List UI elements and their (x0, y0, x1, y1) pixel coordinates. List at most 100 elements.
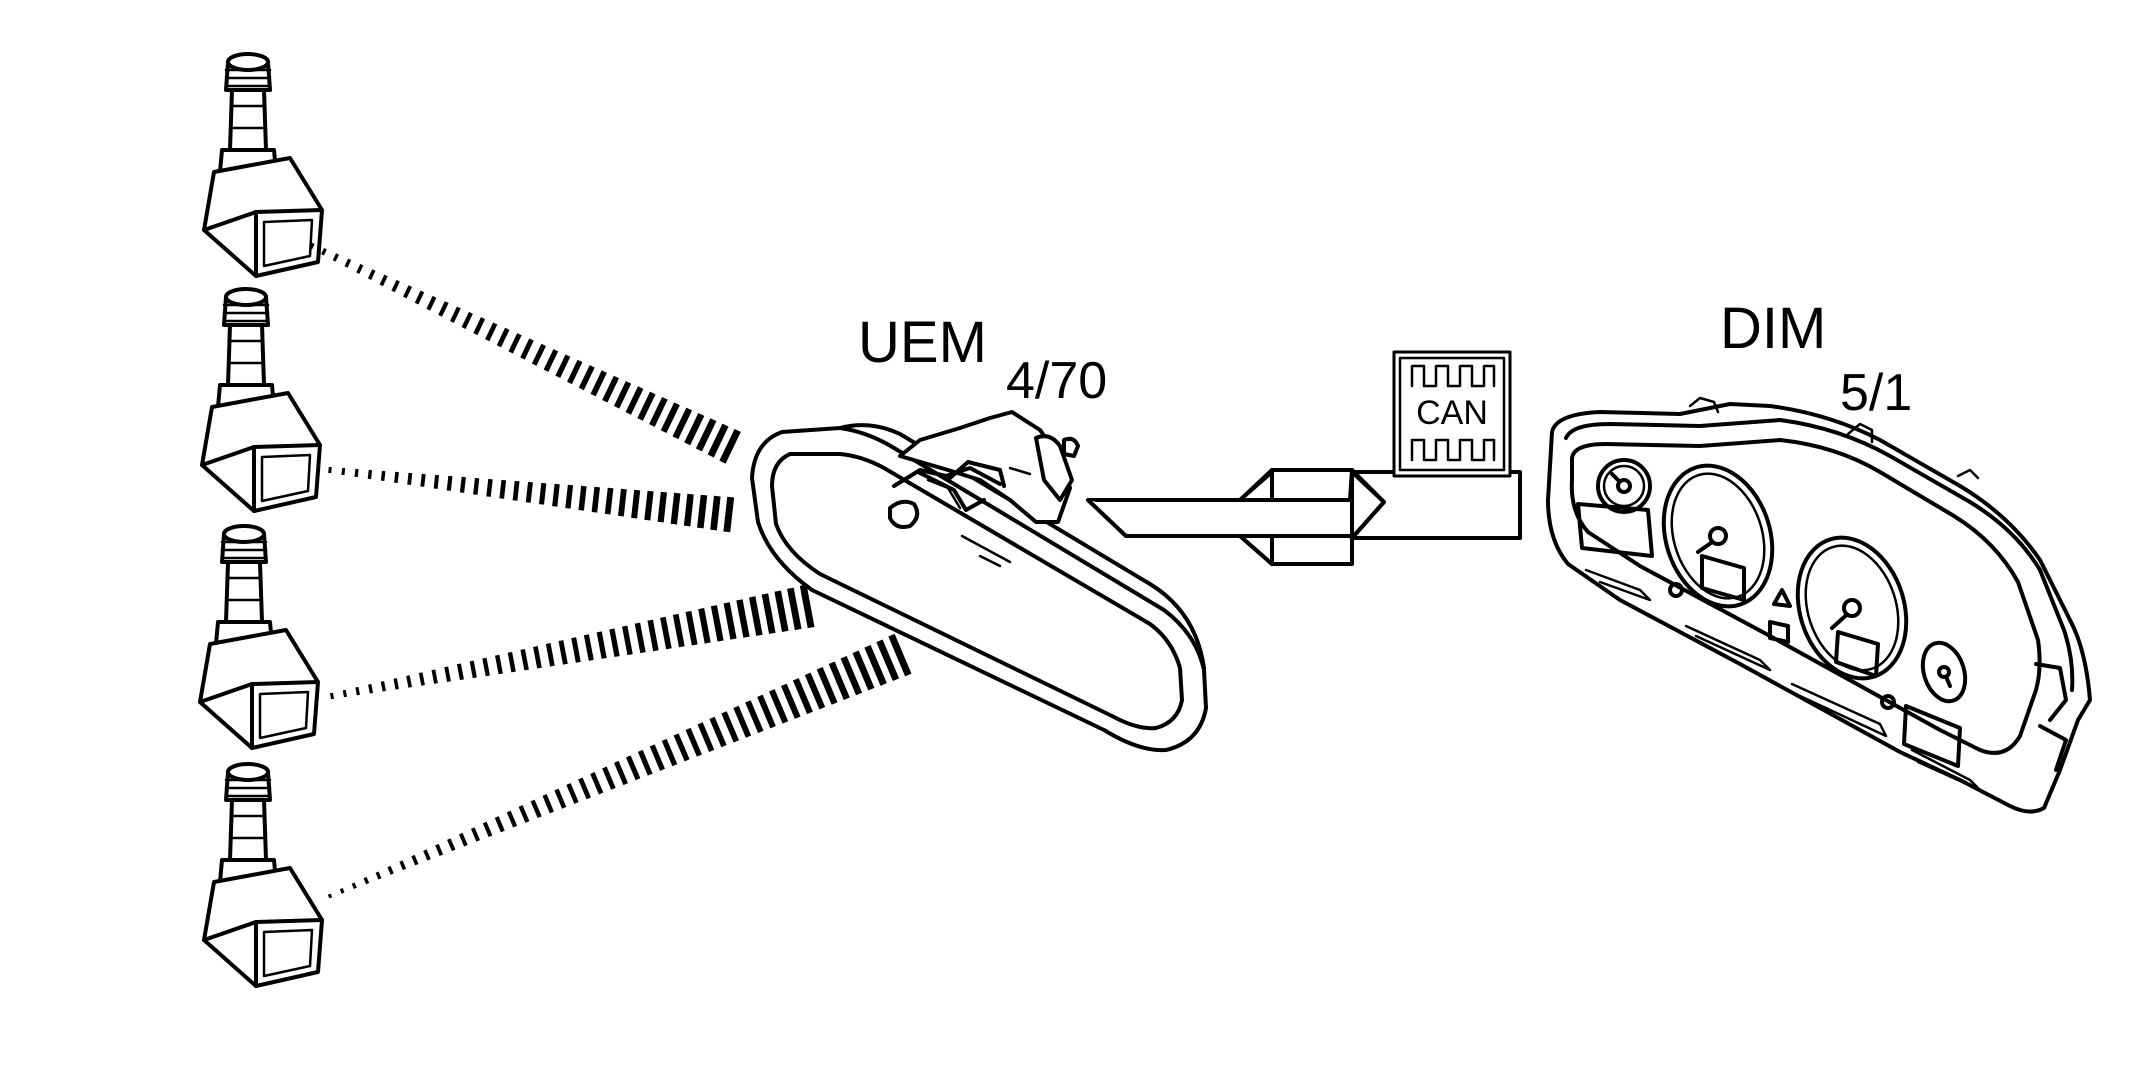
signal-dash-1 (403, 285, 413, 299)
signal-dash-1 (367, 269, 376, 280)
signal-dash-2 (644, 490, 654, 521)
signal-dash-3 (482, 657, 490, 677)
signal-dash-4 (339, 887, 345, 894)
tire-pressure-sensor-4 (202, 762, 324, 988)
signal-dash-2 (499, 479, 507, 499)
signal-dash-3 (672, 613, 685, 648)
signal-dash-3 (418, 672, 425, 686)
signal-dash-2 (552, 483, 560, 507)
signal-dash-3 (787, 587, 802, 631)
signal-dash-2 (433, 474, 440, 489)
signal-dash-4 (876, 639, 900, 682)
signal-dash-4 (506, 810, 518, 828)
signal-dash-4 (780, 683, 801, 719)
signal-dash-3 (774, 590, 789, 633)
signal-dash-2 (538, 482, 547, 505)
dim-label: DIM (1720, 296, 1826, 361)
tire-pressure-sensor-1 (202, 52, 324, 278)
signal-dash-1 (520, 338, 534, 360)
signal-dash-4 (613, 760, 629, 786)
signal-dash-4 (864, 644, 887, 686)
signal-dash-1 (473, 317, 486, 336)
signal-dash-3 (634, 622, 646, 654)
signal-dash-2 (578, 485, 587, 511)
uem-code: 4/70 (1006, 352, 1107, 410)
signal-dash-3 (431, 669, 438, 684)
signal-dash-4 (625, 755, 641, 781)
signal-dash-1 (613, 381, 632, 409)
signal-dash-1 (684, 412, 705, 446)
can-label: CAN (1416, 394, 1488, 432)
signal-dash-3 (660, 616, 672, 650)
signal-dash-1 (485, 322, 498, 342)
signal-dash-4 (447, 838, 456, 852)
signal-dash-4 (721, 711, 739, 743)
signal-dash-4 (494, 816, 505, 833)
signal-dash-2 (525, 481, 533, 503)
signal-dash-3 (469, 660, 477, 679)
signal-dash-2 (341, 467, 346, 476)
signal-dash-2 (446, 475, 453, 491)
signal-dash-3 (380, 681, 386, 692)
signal-dash-4 (697, 722, 715, 752)
signal-dash-1 (356, 263, 364, 274)
can-bus-arrow (1086, 468, 1522, 566)
signal-dash-3 (736, 599, 750, 638)
signal-dash-4 (733, 705, 752, 738)
signal-dash-1 (391, 279, 400, 293)
signal-dash-4 (602, 766, 616, 790)
signal-dash-1 (649, 396, 668, 427)
signal-dash-3 (761, 593, 776, 634)
signal-dash-3 (710, 605, 724, 642)
signal-dash-1 (531, 343, 546, 366)
signal-dash-4 (542, 794, 554, 814)
signal-dash-3 (723, 602, 737, 640)
uem-mirror-unit (750, 410, 1208, 753)
signal-dash-3 (685, 610, 698, 646)
signal-dash-3 (749, 596, 763, 636)
signal-dash-2 (631, 489, 641, 519)
signal-dash-3 (558, 640, 568, 665)
signal-dash-4 (375, 871, 382, 880)
signal-dash-4 (745, 700, 764, 734)
signal-dash-2 (723, 496, 735, 533)
signal-dash-3 (456, 663, 464, 681)
signal-dash-2 (604, 487, 614, 515)
signal-dash-1 (379, 274, 388, 287)
signal-dash-4 (459, 832, 468, 847)
dim-label-group: DIM 5/1 (1720, 296, 1912, 422)
signal-dash-3 (393, 678, 399, 690)
signal-dash-4 (852, 650, 875, 691)
tire-pressure-sensor-3 (198, 524, 320, 750)
signal-dash-4 (816, 667, 838, 705)
signal-dash-1 (449, 306, 461, 323)
dim-instrument-cluster (1546, 396, 2092, 814)
signal-dash-3 (596, 631, 607, 659)
signal-dash-3 (520, 648, 529, 671)
signal-dash-2 (473, 477, 480, 495)
signal-dash-4 (828, 661, 850, 700)
signal-dash-2 (618, 488, 627, 517)
signal-dash-2 (367, 469, 373, 480)
signal-dash-4 (685, 727, 702, 757)
signal-dash-1 (555, 354, 571, 378)
signal-dash-2 (394, 471, 399, 483)
signal-dash-1 (625, 386, 644, 415)
signal-dash-4 (399, 860, 407, 871)
signal-dash-1 (496, 327, 510, 348)
signal-dash-4 (470, 827, 481, 842)
dim-code: 5/1 (1840, 364, 1912, 422)
signal-dash-4 (351, 882, 357, 890)
signal-dash-2 (670, 492, 681, 525)
signal-dash-3 (622, 625, 633, 656)
signal-dash-3 (698, 608, 711, 644)
signal-dash-4 (387, 865, 394, 875)
signal-dash-1 (332, 253, 339, 262)
signal-dash-2 (420, 473, 426, 487)
signal-dash-3 (799, 584, 815, 629)
signal-dash-2 (565, 484, 574, 509)
can-bus-symbol: CAN (1392, 350, 1512, 478)
signal-dash-3 (545, 643, 555, 667)
signal-dash-4 (578, 777, 592, 800)
